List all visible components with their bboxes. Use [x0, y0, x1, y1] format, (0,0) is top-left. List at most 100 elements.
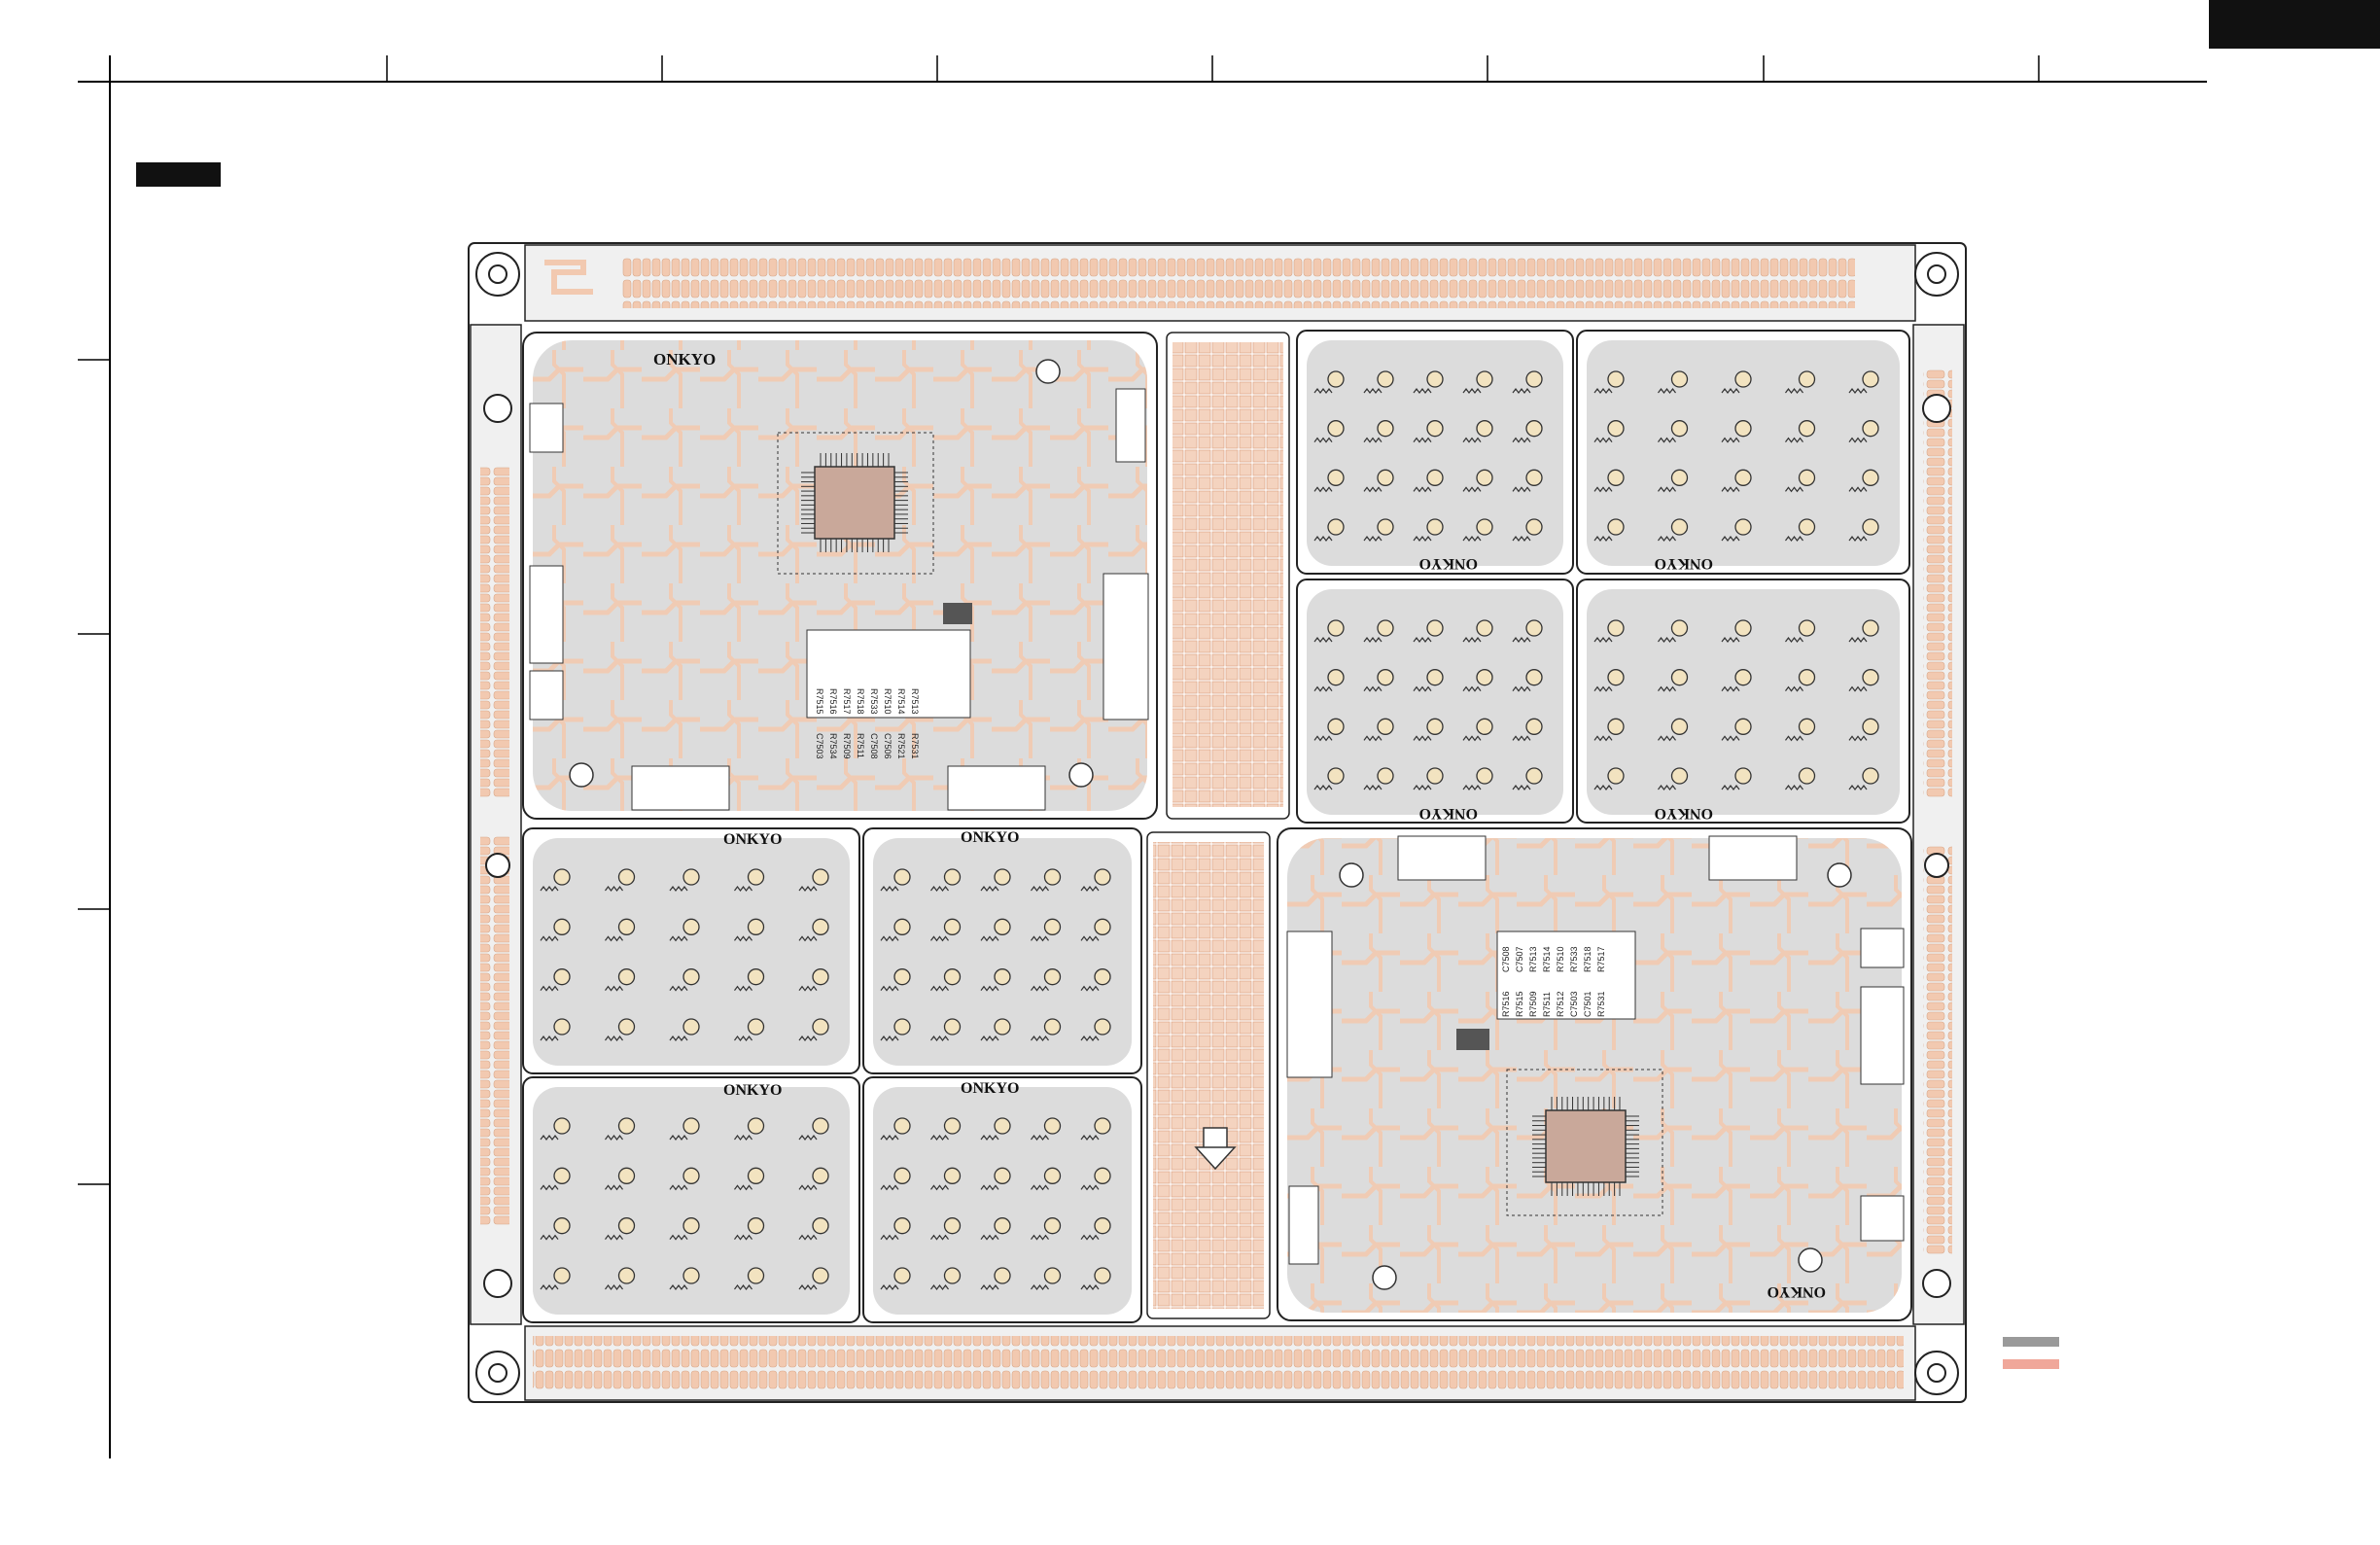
board-logo-9: ONKYO [961, 1080, 1019, 1097]
transistor-pad [1526, 719, 1542, 734]
part-reference: R7534 [828, 733, 838, 759]
transistor-pad [1672, 719, 1688, 734]
transistor-pad [945, 969, 961, 985]
transistor-pad [1477, 421, 1492, 437]
transistor-pad [1427, 519, 1443, 535]
transistor-pad [1477, 371, 1492, 387]
part-reference: R7516 [828, 688, 838, 715]
transistor-pad [683, 1268, 699, 1283]
board-logo-1: ONKYO [653, 350, 716, 369]
transistor-pad [813, 1118, 828, 1134]
transistor-pad [1045, 1218, 1061, 1234]
part-reference: R7533 [869, 688, 879, 715]
board-logo-10: ONKYO [1768, 1283, 1826, 1300]
transistor-pad [1095, 869, 1110, 885]
transistor-pad [1095, 919, 1110, 934]
transistor-pad [1800, 768, 1815, 784]
transistor-pad [1378, 670, 1393, 685]
transistor-pad [749, 1218, 764, 1234]
transistor-pad [1608, 371, 1624, 387]
transistor-pad [945, 919, 961, 934]
transistor-pad [995, 1218, 1010, 1234]
transistor-pad [995, 919, 1010, 934]
transistor-pad [1672, 519, 1688, 535]
transistor-pad [1427, 719, 1443, 734]
transistor-pad [945, 1019, 961, 1035]
transistor-pad [1863, 421, 1878, 437]
transistor-pad [1800, 421, 1815, 437]
part-reference: C7508 [1501, 946, 1511, 972]
transistor-pad [813, 1019, 828, 1035]
part-reference: R7518 [856, 688, 865, 715]
transistor-pad [1427, 470, 1443, 485]
transistor-pad [1608, 768, 1624, 784]
transistor-pad [813, 1218, 828, 1234]
transistor-pad [1328, 421, 1344, 437]
transistor-pad [683, 1168, 699, 1183]
transistor-pad [683, 869, 699, 885]
part-reference: C7508 [869, 733, 879, 759]
transistor-pad [1735, 371, 1751, 387]
transistor-pad [945, 1118, 961, 1134]
transistor-pad [894, 1218, 910, 1234]
transistor-pad [554, 1019, 570, 1035]
transistor-pad [995, 1168, 1010, 1183]
part-reference: R7510 [883, 688, 892, 715]
part-reference: R7517 [842, 688, 852, 715]
transistor-pad [1526, 768, 1542, 784]
transistor-pad [683, 969, 699, 985]
transistor-pad [1672, 371, 1688, 387]
transistor-pad [1328, 768, 1344, 784]
transistor-pad [1477, 719, 1492, 734]
transistor-pad [1735, 768, 1751, 784]
transistor-pad [554, 1218, 570, 1234]
transistor-pad [1095, 1168, 1110, 1183]
transistor-pad [1735, 719, 1751, 734]
part-reference: R7531 [1596, 991, 1606, 1017]
transistor-pad [1863, 620, 1878, 636]
transistor-pad [813, 969, 828, 985]
transistor-pad [1427, 371, 1443, 387]
transistor-pad [1095, 1019, 1110, 1035]
transistor-pad [1863, 768, 1878, 784]
part-reference: R7517 [1596, 946, 1606, 972]
transistor-pad [1672, 670, 1688, 685]
transistor-pad [1378, 719, 1393, 734]
transistor-pad [813, 919, 828, 934]
transistor-pad [683, 1019, 699, 1035]
part-reference: R7518 [1583, 946, 1592, 972]
transistor-pad [619, 1118, 635, 1134]
part-reference: R7514 [1542, 946, 1552, 972]
part-reference: R7512 [1556, 991, 1565, 1017]
transistor-pad [1608, 519, 1624, 535]
transistor-pad [619, 919, 635, 934]
transistor-pad [1800, 519, 1815, 535]
legend-swatch-pink [2003, 1359, 2059, 1369]
transistor-pad [1095, 1118, 1110, 1134]
transistor-pad [1735, 470, 1751, 485]
transistor-pad [749, 1118, 764, 1134]
transistor-pad [1477, 470, 1492, 485]
transistor-pad [1800, 470, 1815, 485]
transistor-pad [894, 1168, 910, 1183]
transistor-pad [1735, 670, 1751, 685]
transistor-pad [995, 1268, 1010, 1283]
part-reference: C7507 [1515, 946, 1524, 972]
transistor-pad [683, 1218, 699, 1234]
transistor-pad [1427, 670, 1443, 685]
part-reference: C7506 [883, 733, 892, 759]
transistor-pad [995, 869, 1010, 885]
transistor-pad [1608, 421, 1624, 437]
transistor-pad [683, 919, 699, 934]
transistor-pad [1672, 620, 1688, 636]
board-logo-8: ONKYO [723, 1082, 782, 1099]
transistor-pad [1608, 670, 1624, 685]
transistor-pad [1477, 620, 1492, 636]
transistor-pad [1378, 470, 1393, 485]
part-reference: C7501 [1583, 991, 1592, 1017]
transistor-pad [1095, 1218, 1110, 1234]
part-reference: R7515 [815, 688, 824, 715]
part-reference: R7513 [1528, 946, 1538, 972]
